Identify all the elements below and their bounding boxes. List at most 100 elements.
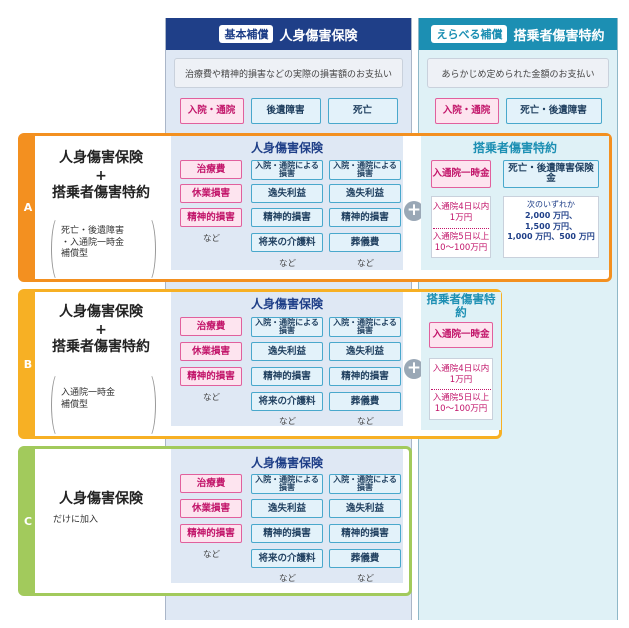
plan-a-option-text2: 入通院5日以上 10～100万円 xyxy=(431,232,491,253)
plan-c-tag-mental: 精神的損害 xyxy=(180,524,242,543)
plan-a-plus-icon: + xyxy=(404,201,424,221)
plan-a-note-line1: 死亡・後遺障害 xyxy=(61,226,125,236)
plan-c-panel-title: 人身傷害保険 xyxy=(250,456,323,470)
plan-b-tag-mental-1: 精神的損害 xyxy=(251,367,323,386)
optional-description: あらかじめ定められた金額のお支払い xyxy=(427,58,609,88)
plan-b-title-plus: + xyxy=(95,321,107,338)
plan-a-option-text2-line2: 10～100万円 xyxy=(434,242,488,253)
plan-b-tag-funeral: 葬儀費 xyxy=(329,392,401,411)
basic-tag-death: 死亡 xyxy=(327,98,398,124)
plan-a-option-text3-line2: 2,000 万円、 xyxy=(524,210,578,220)
basic-column-header: 基本補償 人身傷害保険 xyxy=(166,18,411,50)
basic-title: 人身傷害保険 xyxy=(279,28,358,44)
plan-b-title-line2: 搭乗者傷害特約 xyxy=(52,339,150,355)
plan-a-tag-lost-work: 休業損害 xyxy=(180,184,242,203)
plan-b-tag-hospital-damage-2: 入院・通院による損害 xyxy=(329,317,401,337)
plan-b-option-text2-line2: 10～100万円 xyxy=(434,403,488,414)
plan-a-nado-2: など xyxy=(279,259,297,269)
plan-a-option-amount-box xyxy=(503,196,599,258)
basic-badge: 基本補償 xyxy=(219,25,274,43)
plan-b-note-line2: 補償型 xyxy=(61,399,89,410)
plan-b-paren-left xyxy=(51,372,66,438)
plan-b-tag-hospital-damage-1: 入院・通院による損害 xyxy=(251,317,323,337)
plan-a-tag-treatment: 治療費 xyxy=(180,160,242,179)
plan-c-tag-mental-2: 精神的損害 xyxy=(329,524,401,543)
plan-a-option-text1-line1: 入通院4日以内 xyxy=(432,202,490,212)
plan-b-option-separator xyxy=(431,389,491,390)
plan-b-letter: B xyxy=(21,292,35,436)
plan-b-title-line1: 人身傷害保険 xyxy=(59,304,143,320)
plan-b-paren-right xyxy=(141,372,156,438)
plan-a-note-line3: 補償型 xyxy=(61,249,89,260)
plan-c-nado-2: など xyxy=(279,574,297,584)
plan-a-option-tag-lumpsum: 入通院一時金 xyxy=(431,160,491,188)
plan-a-title: 人身傷害保険 + 搭乗者傷害特約 xyxy=(41,150,161,203)
plan-b-note-line1: 入通院一時金 xyxy=(61,388,116,398)
plan-b-panel-title: 人身傷害保険 xyxy=(250,297,323,311)
plan-c-title: 人身傷害保険 xyxy=(59,491,143,507)
plan-b-option-title: 搭乗者傷害特約 xyxy=(426,292,496,319)
plan-a-note-line2: ・入通院一時金 xyxy=(61,237,125,248)
plan-a-option-text3: 次のいずれか 2,000 万円、 1,500 万円、 1,000 万円、500 … xyxy=(503,200,599,243)
plan-c-tag-mental-1: 精神的損害 xyxy=(251,524,323,543)
plan-b-plus-icon: + xyxy=(404,359,424,379)
plan-a-tag-funeral: 葬儀費 xyxy=(329,233,401,252)
plan-c-tag-lost-profit-2: 逸失利益 xyxy=(329,499,401,518)
plan-a-nado-3: など xyxy=(357,259,375,269)
plan-a-title-plus: + xyxy=(95,167,107,184)
plan-a-injury-panel: 人身傷害保険 治療費 休業損害 精神的損害 など 入院・通院による損害 逸失利益… xyxy=(171,136,403,270)
plan-b-option-text1-line2: 1万円 xyxy=(449,374,473,385)
plan-a-tag-mental-2: 精神的損害 xyxy=(329,208,401,227)
plan-b-nado-3: など xyxy=(357,417,375,427)
plan-c-tag-future-care: 将来の介護料 xyxy=(251,549,323,568)
plan-a-box: A 人身傷害保険 + 搭乗者傷害特約 死亡・後遺障害 ・入通院一時金 補償型 人… xyxy=(18,133,612,282)
plan-a-paren-right xyxy=(141,216,156,282)
plan-b-tag-treatment: 治療費 xyxy=(180,317,242,336)
plan-b-option-text1-line1: 入通院4日以内 xyxy=(432,364,490,374)
plan-b-tag-future-care: 将来の介護料 xyxy=(251,392,323,411)
plan-b-injury-panel: 人身傷害保険 治療費 休業損害 精神的損害 など 入院・通院による損害 逸失利益… xyxy=(171,292,403,427)
plan-c-tag-treatment: 治療費 xyxy=(180,474,242,493)
plan-c-nado-1: など xyxy=(203,550,221,560)
plan-b-nado-1: など xyxy=(203,393,221,403)
optional-tag-hospital: 入院・通院 xyxy=(434,98,499,124)
plan-b-title: 人身傷害保険 + 搭乗者傷害特約 xyxy=(41,304,161,357)
plan-b-tag-mental-2: 精神的損害 xyxy=(329,367,401,386)
basic-description: 治療費や精神的損害などの実際の損害額のお支払い xyxy=(174,58,403,88)
plan-c-injury-panel: 人身傷害保険 治療費 休業損害 精神的損害 など 入院・通院による損害 逸失利益… xyxy=(171,449,403,584)
plan-b-note: 入通院一時金 補償型 xyxy=(61,388,115,411)
plan-a-option-panel: 搭乗者傷害特約 入通院一時金 死亡・後遺障害保険金 入通院4日以内 1万円 入通… xyxy=(421,136,609,270)
plan-c-box: C 人身傷害保険 だけに加入 人身傷害保険 治療費 休業損害 精神的損害 など … xyxy=(18,446,412,596)
optional-column-header: えらべる補償 搭乗者傷害特約 xyxy=(419,18,617,50)
plan-b-nado-2: など xyxy=(279,417,297,427)
plan-a-tag-lost-profit-2: 逸失利益 xyxy=(329,184,401,203)
plan-a-tag-future-care: 将来の介護料 xyxy=(251,233,323,252)
plan-a-option-text3-line3: 1,500 万円、 xyxy=(524,221,578,231)
plan-c-tag-lost-profit-1: 逸失利益 xyxy=(251,499,323,518)
plan-a-note: 死亡・後遺障害 ・入通院一時金 補償型 xyxy=(61,226,124,261)
plan-a-option-text1-line2: 1万円 xyxy=(449,212,473,223)
plan-a-title-line2: 搭乗者傷害特約 xyxy=(52,185,150,201)
plan-a-option-text2-line1: 入通院5日以上 xyxy=(432,232,490,242)
plan-a-option-text3-line4: 1,000 万円、500 万円 xyxy=(507,232,595,242)
plan-a-paren-left xyxy=(51,216,66,282)
plan-a-option-text1: 入通院4日以内 1万円 xyxy=(431,202,491,223)
plan-c-note: だけに加入 xyxy=(53,515,99,525)
plan-c-tag-lost-work: 休業損害 xyxy=(180,499,242,518)
plan-a-option-separator xyxy=(433,228,489,229)
plan-a-title-line1: 人身傷害保険 xyxy=(59,150,143,166)
basic-tag-hospital: 入院・通院 xyxy=(179,98,244,124)
optional-tag-death-disability: 死亡・後遺障害 xyxy=(505,98,602,124)
plan-a-tag-mental-1: 精神的損害 xyxy=(251,208,323,227)
optional-title: 搭乗者傷害特約 xyxy=(513,28,605,44)
plan-a-tag-lost-profit-1: 逸失利益 xyxy=(251,184,323,203)
plan-a-nado-1: など xyxy=(203,234,221,244)
plan-b-option-tag-lumpsum: 入通院一時金 xyxy=(429,322,493,348)
plan-a-option-tag-death-disability: 死亡・後遺障害保険金 xyxy=(503,160,599,188)
plan-a-tag-mental: 精神的損害 xyxy=(180,208,242,227)
basic-tag-disability: 後遺障害 xyxy=(250,98,321,124)
plan-b-tag-lost-profit-2: 逸失利益 xyxy=(329,342,401,361)
plan-a-option-text3-line1: 次のいずれか xyxy=(527,200,575,209)
plan-a-tag-hospital-damage-1: 入院・通院による損害 xyxy=(251,160,323,180)
plan-c-tag-hospital-damage-2: 入院・通院による損害 xyxy=(329,474,401,494)
